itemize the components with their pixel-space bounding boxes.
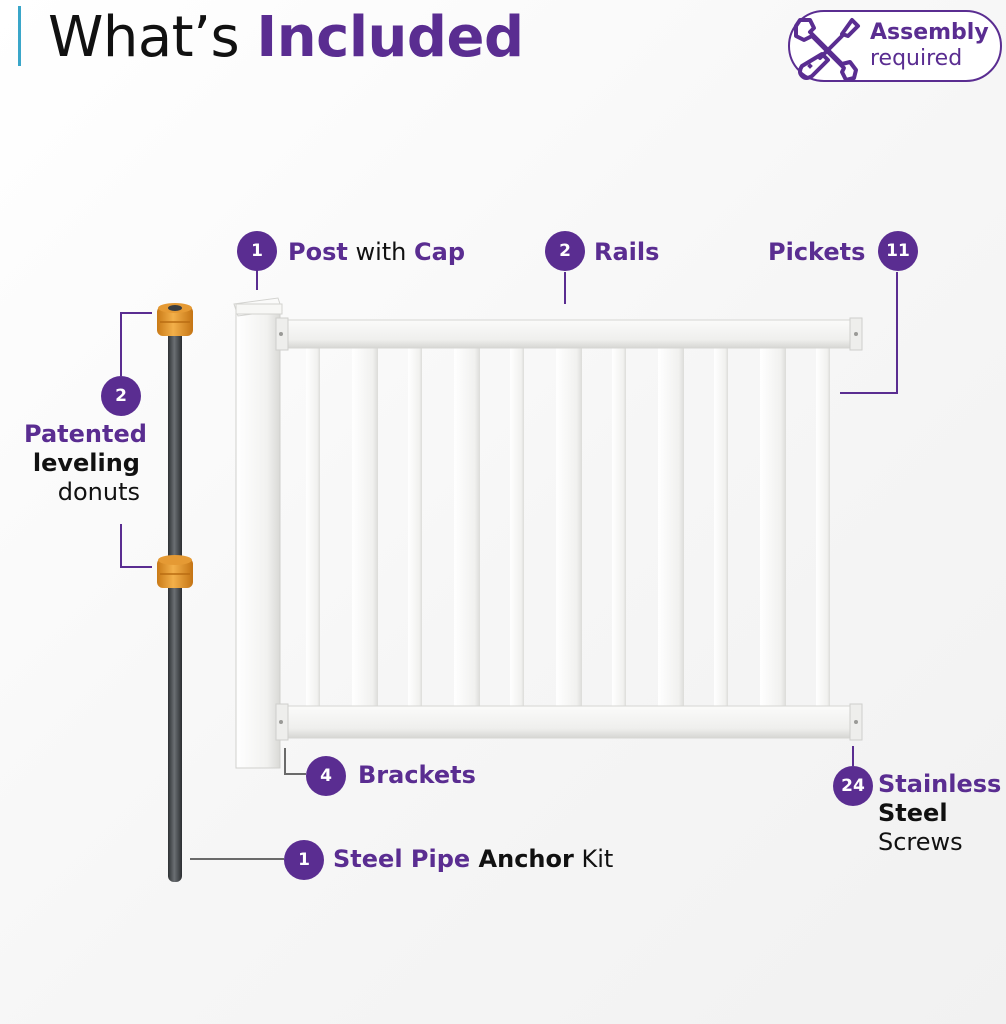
badge-line2: required [870, 46, 963, 71]
title-plain: What’s [48, 5, 257, 70]
pickets-leader-vertical [896, 272, 898, 394]
donuts-leader-bottom-v [120, 524, 122, 568]
pickets [306, 346, 830, 706]
header-accent-bar [18, 6, 21, 66]
brackets-leader-h [284, 773, 306, 775]
screws-leader [852, 746, 854, 766]
post-leader [256, 270, 258, 290]
pickets-count-badge: 11 [878, 231, 918, 271]
assembly-required-badge: Assembly required [788, 10, 1002, 82]
donuts-leader-bottom-h [120, 566, 152, 568]
bottom-rail [283, 705, 861, 739]
top-rail [283, 319, 861, 349]
donuts-leader-top-v [120, 312, 122, 376]
badge-text: Assembly required [870, 20, 989, 72]
donuts-label: Patented leveling donuts [24, 420, 147, 506]
brackets-count-badge: 4 [306, 756, 346, 796]
post-label: Post with Cap [288, 238, 466, 266]
brackets-leader-v [284, 748, 286, 774]
brackets-label: Brackets [358, 761, 476, 789]
brackets [275, 317, 863, 741]
leveling-donut-top [157, 303, 193, 336]
rails-count-badge: 2 [545, 231, 585, 271]
pickets-label: Pickets [768, 238, 866, 266]
screws-label: Stainless Steel Screws [878, 770, 1002, 856]
pickets-leader-horizontal [840, 392, 898, 394]
wrench-screwdriver-icon [790, 14, 864, 84]
anchor-count-badge: 1 [284, 840, 324, 880]
steel-pipe [168, 306, 182, 882]
rails-leader [564, 272, 566, 304]
badge-line1: Assembly [870, 20, 989, 45]
vinyl-post [233, 297, 283, 769]
page-title: What’s Included [48, 2, 524, 74]
leveling-donut-bottom [157, 555, 193, 588]
title-highlight: Included [256, 5, 524, 70]
screws-count-badge: 24 [833, 766, 873, 806]
anchor-leader [190, 858, 284, 860]
post-count-badge: 1 [237, 231, 277, 271]
donuts-leader-top-h [120, 312, 152, 314]
donuts-count-badge: 2 [101, 376, 141, 416]
anchor-label: Steel Pipe Anchor Kit [333, 845, 614, 873]
rails-label: Rails [594, 238, 660, 266]
